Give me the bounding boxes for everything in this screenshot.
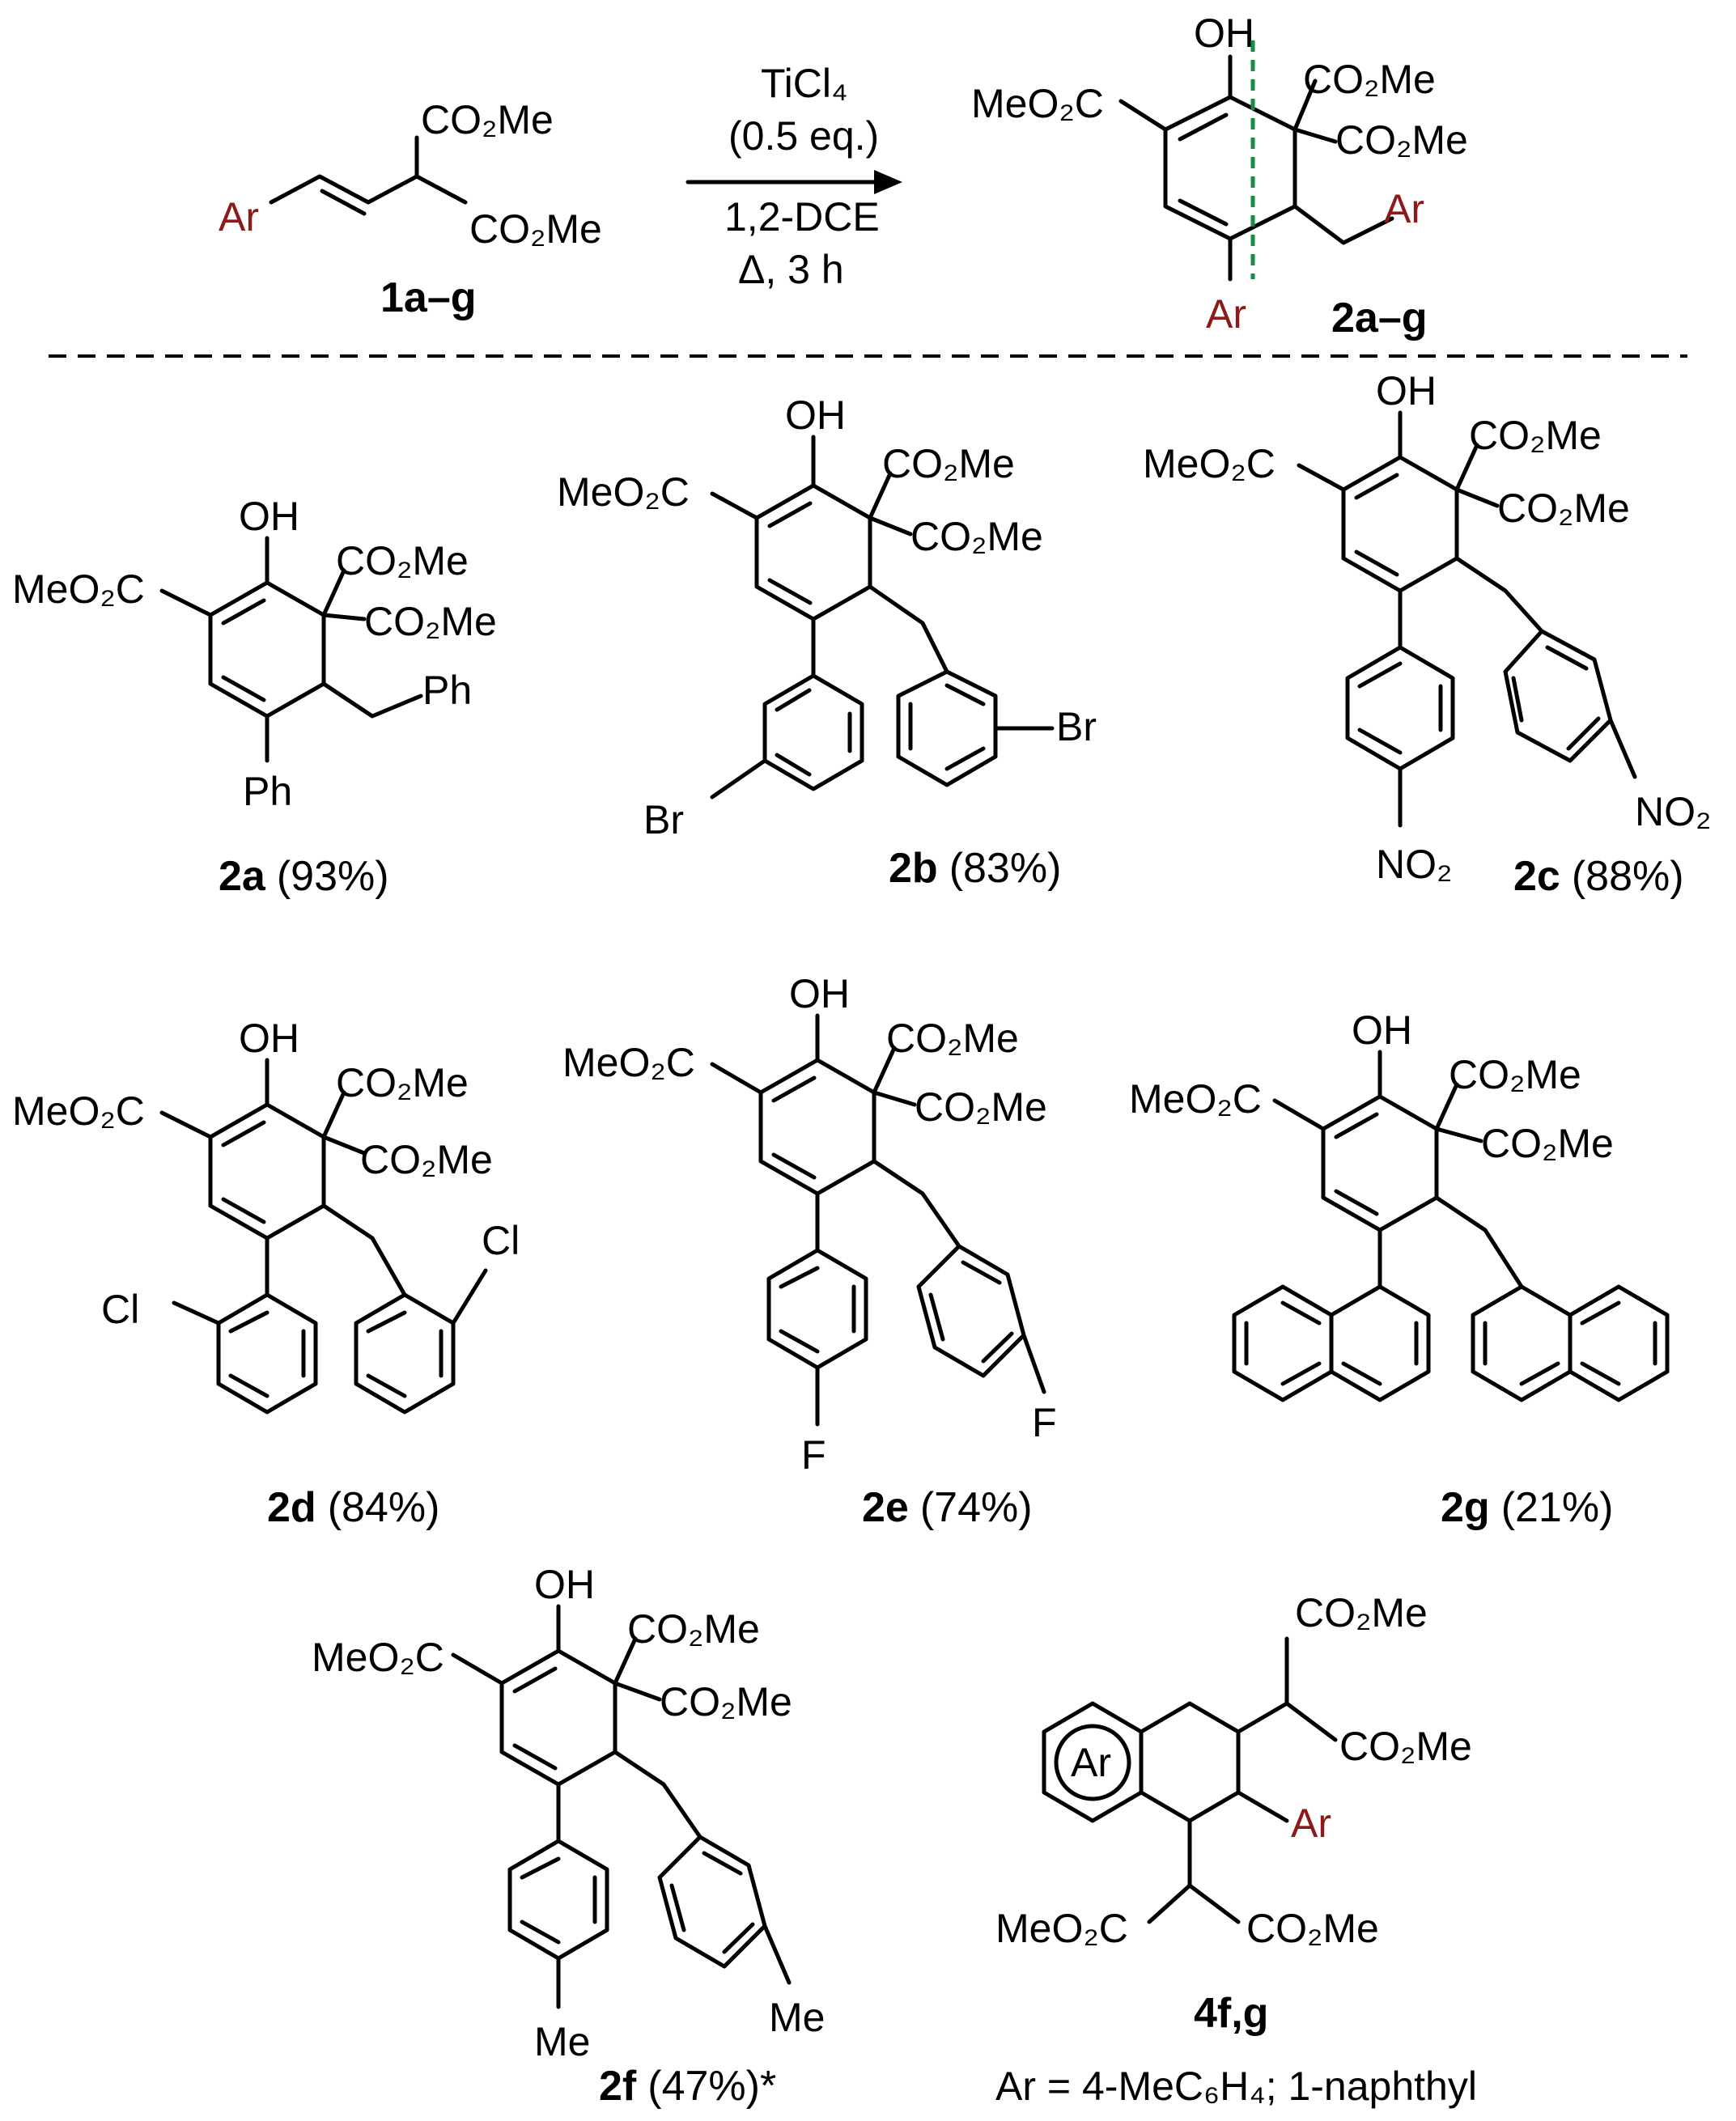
f-label: F <box>1032 1400 1057 1445</box>
ar-label: Ar <box>1206 291 1246 337</box>
compound-id: 2c <box>1513 853 1560 900</box>
yield-value: (84%) <box>328 1484 440 1531</box>
ar-label: Ar <box>1384 186 1424 231</box>
me-label: Me <box>769 1995 825 2040</box>
meo2c-label: MeO₂C <box>562 1040 695 1085</box>
co2me-label: CO₂Me <box>882 441 1015 486</box>
equivalents-text: (0.5 eq.) <box>728 113 879 159</box>
br-label: Br <box>1056 704 1097 749</box>
co2me-label: CO₂Me <box>1295 1590 1428 1635</box>
reaction-arrow-group: TiCl₄ (0.5 eq.) 1,2-DCE Δ, 3 h <box>685 61 902 292</box>
compound-2e: OH MeO₂C CO₂Me CO₂Me F F 2e(74%) <box>562 971 1057 1531</box>
co2me-label: CO₂Me <box>364 599 497 644</box>
co2me-label: CO₂Me <box>1449 1052 1581 1097</box>
compound-id: 2b <box>889 845 938 892</box>
compound-id: 2a <box>219 853 266 900</box>
yield-2f: 2f(47%)* <box>599 2063 776 2110</box>
compound-2b: OH MeO₂C CO₂Me CO₂Me Br Br 2b(83%) <box>557 392 1097 892</box>
co2me-label: CO₂Me <box>360 1137 493 1182</box>
reagent-text: TiCl₄ <box>761 61 847 106</box>
compound-2a: OH MeO₂C CO₂Me CO₂Me Ph Ph 2a(93%) <box>12 494 497 900</box>
oh-label: OH <box>785 392 846 438</box>
yield-value: (21%) <box>1501 1484 1614 1531</box>
compound-id: 2g <box>1441 1484 1490 1531</box>
solvent-text: 1,2-DCE <box>724 194 880 240</box>
aromatic-ring <box>1054 1724 1131 1801</box>
starting-material-1a-g: Ar CO₂Me CO₂Me 1a–g <box>219 97 602 321</box>
arrow-head <box>874 170 902 194</box>
compound-id: 2f <box>599 2063 637 2110</box>
oh-label: OH <box>534 1562 595 1607</box>
me-label: Me <box>534 2019 590 2064</box>
compound-2c: OH MeO₂C CO₂Me CO₂Me NO₂ NO₂ 2c (88%) <box>1143 368 1711 900</box>
yield-2c: 2c (88%) <box>1513 853 1684 900</box>
co2me-label: CO₂Me <box>1335 117 1468 163</box>
f-label: F <box>801 1432 826 1478</box>
yield-value: (88%) <box>1572 853 1684 900</box>
co2me-label: CO₂Me <box>1303 57 1436 102</box>
ar-ring-label: Ar <box>1071 1740 1111 1785</box>
compound-id: 2d <box>267 1484 316 1531</box>
oh-label: OH <box>1352 1007 1412 1053</box>
co2me-label: CO₂Me <box>627 1606 760 1652</box>
oh-label: OH <box>1376 368 1437 414</box>
yield-2d: 2d (84%) <box>267 1484 439 1531</box>
meo2c-label: MeO₂C <box>971 81 1104 126</box>
yield-2g: 2g(21%) <box>1441 1484 1613 1531</box>
br-label: Br <box>643 797 684 842</box>
no2-label: NO₂ <box>1635 789 1711 834</box>
compound-label-2a-g: 2a–g <box>1331 295 1428 341</box>
yield-value: (47%)* <box>647 2063 776 2110</box>
yield-value: (83%) <box>949 845 1062 892</box>
co2me-label: CO₂Me <box>336 538 469 583</box>
yield-2e: 2e(74%) <box>862 1484 1033 1531</box>
side-product-4fg: Ar CO₂Me CO₂Me Ar MeO₂C CO₂Me 4f,g Ar = … <box>995 1590 1477 2109</box>
oh-label: OH <box>239 1016 299 1061</box>
compound-2g: OH MeO₂C CO₂Me CO₂Me 2g(21%) <box>1129 1007 1670 1531</box>
oh-label: OH <box>1194 11 1254 56</box>
meo2c-label: MeO₂C <box>995 1906 1128 1951</box>
compound-2f: OH MeO₂C CO₂Me CO₂Me Me Me 2f(47%)* <box>312 1562 825 2110</box>
co2me-label: CO₂Me <box>910 514 1043 559</box>
co2me-label: CO₂Me <box>1339 1724 1472 1769</box>
compound-label-1a-g: 1a–g <box>380 274 477 321</box>
meo2c-label: MeO₂C <box>312 1635 444 1680</box>
co2me-label: CO₂Me <box>421 97 554 142</box>
no2-label: NO₂ <box>1376 842 1452 887</box>
yield-2a: 2a(93%) <box>219 853 389 900</box>
cl-label: Cl <box>101 1287 139 1332</box>
yield-2b: 2b(83%) <box>889 845 1061 892</box>
meo2c-label: MeO₂C <box>1143 441 1275 486</box>
ph-label: Ph <box>422 668 472 713</box>
co2me-label: CO₂Me <box>1246 1906 1379 1951</box>
compound-label-4fg: 4f,g <box>1194 1990 1268 2037</box>
co2me-label: CO₂Me <box>886 1016 1019 1061</box>
co2me-label: CO₂Me <box>1469 413 1602 458</box>
meo2c-label: MeO₂C <box>12 1088 145 1134</box>
yield-value: (74%) <box>920 1484 1033 1531</box>
ph-label: Ph <box>243 769 292 814</box>
meo2c-label: MeO₂C <box>1129 1076 1262 1122</box>
ar-label: Ar <box>1291 1801 1331 1846</box>
compound-2d: OH MeO₂C CO₂Me CO₂Me Cl Cl 2d (84%) <box>12 1016 520 1531</box>
cl-label: Cl <box>482 1218 520 1263</box>
compound-id: 2e <box>862 1484 909 1531</box>
oh-label: OH <box>239 494 299 539</box>
meo2c-label: MeO₂C <box>557 469 690 515</box>
co2me-label: CO₂Me <box>1481 1121 1614 1166</box>
co2me-label: CO₂Me <box>660 1679 792 1724</box>
product-2a-g-general: OH MeO₂C CO₂Me CO₂Me Ar Ar 2a–g <box>971 11 1468 341</box>
co2me-label: CO₂Me <box>915 1084 1047 1130</box>
oh-label: OH <box>789 971 850 1016</box>
co2me-label: CO₂Me <box>1497 486 1630 531</box>
ar-definition: Ar = 4-MeC₆H₄; 1-naphthyl <box>995 2064 1477 2109</box>
co2me-label: CO₂Me <box>469 206 602 252</box>
meo2c-label: MeO₂C <box>12 566 145 612</box>
conditions-text: Δ, 3 h <box>738 247 844 292</box>
yield-value: (93%) <box>277 853 389 900</box>
ar-label: Ar <box>219 194 259 240</box>
co2me-label: CO₂Me <box>336 1060 469 1105</box>
